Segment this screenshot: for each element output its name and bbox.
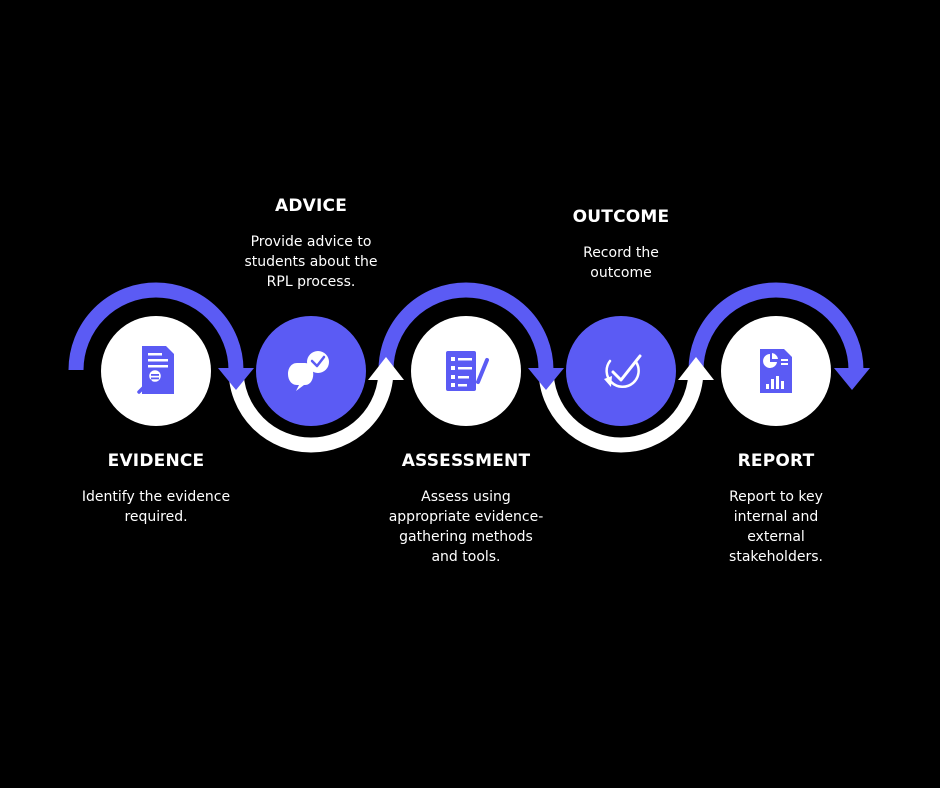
arrow-head-report xyxy=(834,368,870,390)
step-label-advice: ADVICE Provide advice to students about … xyxy=(201,196,421,292)
step-label-outcome: OUTCOME Record the outcome xyxy=(511,207,731,283)
chat-check-icon xyxy=(288,351,329,391)
step-description: Provide advice to students about the RPL… xyxy=(244,234,378,290)
checklist-pen-icon xyxy=(446,351,489,391)
step-description: Assess using appropriate evidence-gather… xyxy=(388,489,544,565)
arc-evidence-top xyxy=(68,282,244,371)
arc-report-top xyxy=(688,282,864,371)
document-search-icon xyxy=(137,346,174,394)
arrow-head-outcome xyxy=(678,357,714,380)
step-label-report: REPORT Report to key internal and extern… xyxy=(666,451,886,567)
step-description: Report to key internal and external stak… xyxy=(729,489,823,565)
arrow-head-evidence xyxy=(218,368,254,390)
arrow-head-assessment xyxy=(528,368,564,390)
arrow-head-advice xyxy=(368,357,404,380)
step-title: OUTCOME xyxy=(572,207,670,227)
report-chart-icon xyxy=(760,349,792,393)
step-label-evidence: EVIDENCE Identify the evidence required. xyxy=(46,451,266,527)
step-label-assessment: ASSESSMENT Assess using appropriate evid… xyxy=(356,451,576,567)
step-circle-outcome xyxy=(566,316,676,426)
refresh-check-icon xyxy=(604,354,642,389)
step-title: EVIDENCE xyxy=(107,451,205,471)
arc-assessment-top xyxy=(378,282,554,371)
step-description: Record the outcome xyxy=(583,245,659,281)
arc-assessment-outcome-bottom xyxy=(538,369,704,453)
step-description: Identify the evidence required. xyxy=(81,489,231,525)
arc-evidence-advice-bottom xyxy=(228,369,394,453)
step-title: ASSESSMENT xyxy=(401,451,531,471)
step-title: ADVICE xyxy=(274,196,348,216)
step-title: REPORT xyxy=(737,451,815,471)
